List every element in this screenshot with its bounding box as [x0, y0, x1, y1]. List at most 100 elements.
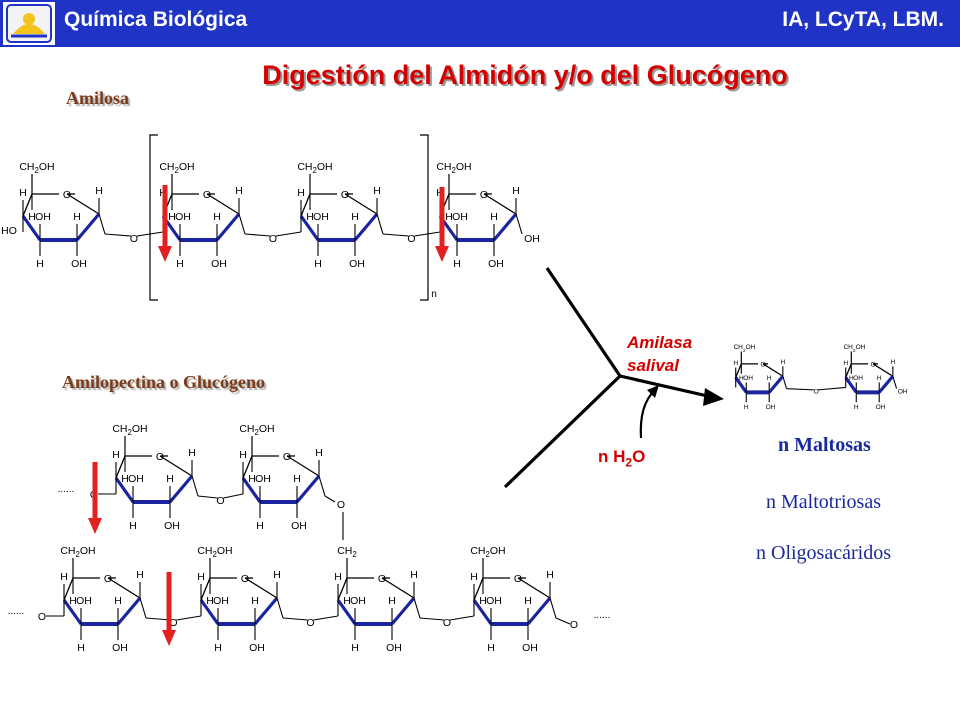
ring-bond	[286, 455, 320, 477]
ring-bond-bold	[353, 212, 379, 242]
h-atom: H	[351, 642, 359, 654]
h-atom: H	[410, 569, 418, 581]
ring-oxygen: O	[514, 573, 522, 585]
bond	[191, 475, 199, 497]
repeat-bracket-right	[420, 134, 429, 301]
ring-bond-bold	[844, 376, 858, 394]
bond	[549, 597, 557, 619]
glycosidic-bond	[275, 231, 302, 237]
h-atom: H	[176, 258, 184, 270]
h-atom: H	[136, 569, 144, 581]
hydroxyl-group: OH	[249, 642, 265, 654]
ring-bond	[300, 193, 311, 217]
ring-bond	[845, 363, 852, 378]
h-atom: H	[490, 211, 498, 223]
glycosidic-oxygen: O	[443, 617, 451, 629]
h-atom: H	[297, 187, 305, 199]
ring-bond	[344, 193, 378, 215]
h-atom: H	[69, 595, 77, 607]
ring-oxygen: O	[341, 189, 349, 201]
glycosidic-bond	[324, 495, 336, 503]
cleavage-arrow-icon	[88, 518, 102, 534]
page-title: Digestión del Almidón y/o del Glucógeno	[262, 60, 788, 90]
h-atom: H	[112, 449, 120, 461]
hydroxyl-group: OH	[452, 211, 468, 223]
reaction-arrow-line	[545, 267, 622, 377]
h-atom: H	[293, 473, 301, 485]
ring-bond-bold	[116, 596, 142, 626]
h-atom: H	[843, 360, 848, 367]
ring-bond-bold	[62, 599, 83, 625]
hydroxyl-group: OH	[743, 375, 753, 382]
cleavage-arrow-icon	[162, 630, 176, 646]
program-codes: IA, LCyTA, LBM.	[782, 8, 944, 31]
h-atom: H	[306, 211, 314, 223]
ring-bond	[22, 193, 33, 217]
h-atom: H	[129, 520, 137, 532]
h-atom: H	[877, 375, 882, 382]
h-atom: H	[251, 595, 259, 607]
ring-oxygen: O	[760, 361, 765, 368]
h-atom: H	[188, 447, 196, 459]
glycosidic-bond	[244, 233, 271, 237]
h-atom: H	[248, 473, 256, 485]
ring-bond	[244, 577, 278, 599]
ch2oh-label: CH2OH	[436, 161, 471, 175]
ring-bond	[200, 577, 211, 601]
h-atom: H	[273, 569, 281, 581]
ring-bond-bold	[215, 212, 241, 242]
h-atom: H	[453, 258, 461, 270]
h-atom: H	[388, 595, 396, 607]
ring-bond-bold	[21, 215, 42, 241]
reaction-arrow-line	[619, 374, 713, 399]
repeat-bracket-left	[149, 134, 158, 301]
glycosidic-oxygen: O	[570, 619, 578, 631]
ring-bond	[66, 193, 100, 215]
h-atom: H	[197, 571, 205, 583]
h-atom: H	[256, 520, 264, 532]
h-atom: H	[351, 211, 359, 223]
h-atom: H	[512, 185, 520, 197]
bond	[139, 597, 147, 619]
h-atom: H	[114, 595, 122, 607]
hydroxyl-group: OH	[291, 520, 307, 532]
ring-bond-bold	[767, 375, 785, 394]
hydroxyl-group: OH	[386, 642, 402, 654]
h-atom: H	[73, 211, 81, 223]
glycosidic-bond	[313, 615, 339, 621]
ring-bond-bold	[472, 599, 493, 625]
h-atom: H	[28, 211, 36, 223]
h-atom: H	[36, 258, 44, 270]
ring-bond	[517, 577, 551, 599]
glycosidic-bond	[817, 386, 846, 391]
h-atom: H	[373, 185, 381, 197]
ring-oxygen: O	[378, 573, 386, 585]
h-atom: H	[235, 185, 243, 197]
h-atom: H	[524, 595, 532, 607]
h-atom: H	[546, 569, 554, 581]
water-arrow-head	[647, 385, 659, 398]
ch2-label: CH2	[337, 545, 357, 559]
hydroxyl-group: OH	[313, 211, 329, 223]
ring-bond	[337, 577, 348, 601]
ring-bond-bold	[114, 477, 135, 503]
hydroxyl-group: OH	[128, 473, 144, 485]
water-suffix: O	[632, 447, 646, 466]
ring-bond	[206, 193, 240, 215]
glycosidic-bond	[449, 615, 475, 621]
university-logo-icon	[3, 2, 55, 45]
water-subscript: 2	[625, 455, 633, 470]
ring-bond-bold	[168, 474, 194, 504]
hydroxyl-group: OH	[853, 375, 863, 382]
ring-bond	[762, 363, 784, 377]
ring-oxygen: O	[870, 361, 875, 368]
ch2oh-label: CH2OH	[159, 161, 194, 175]
ch2oh-label: CH2OH	[197, 545, 232, 559]
ch2oh-label: CH2OH	[19, 161, 54, 175]
ring-bond	[107, 577, 141, 599]
ring-bond-bold	[492, 212, 518, 242]
bond	[98, 213, 106, 235]
hydroxyl-group: OH	[876, 404, 886, 411]
glycosidic-oxygen: O	[38, 611, 46, 623]
